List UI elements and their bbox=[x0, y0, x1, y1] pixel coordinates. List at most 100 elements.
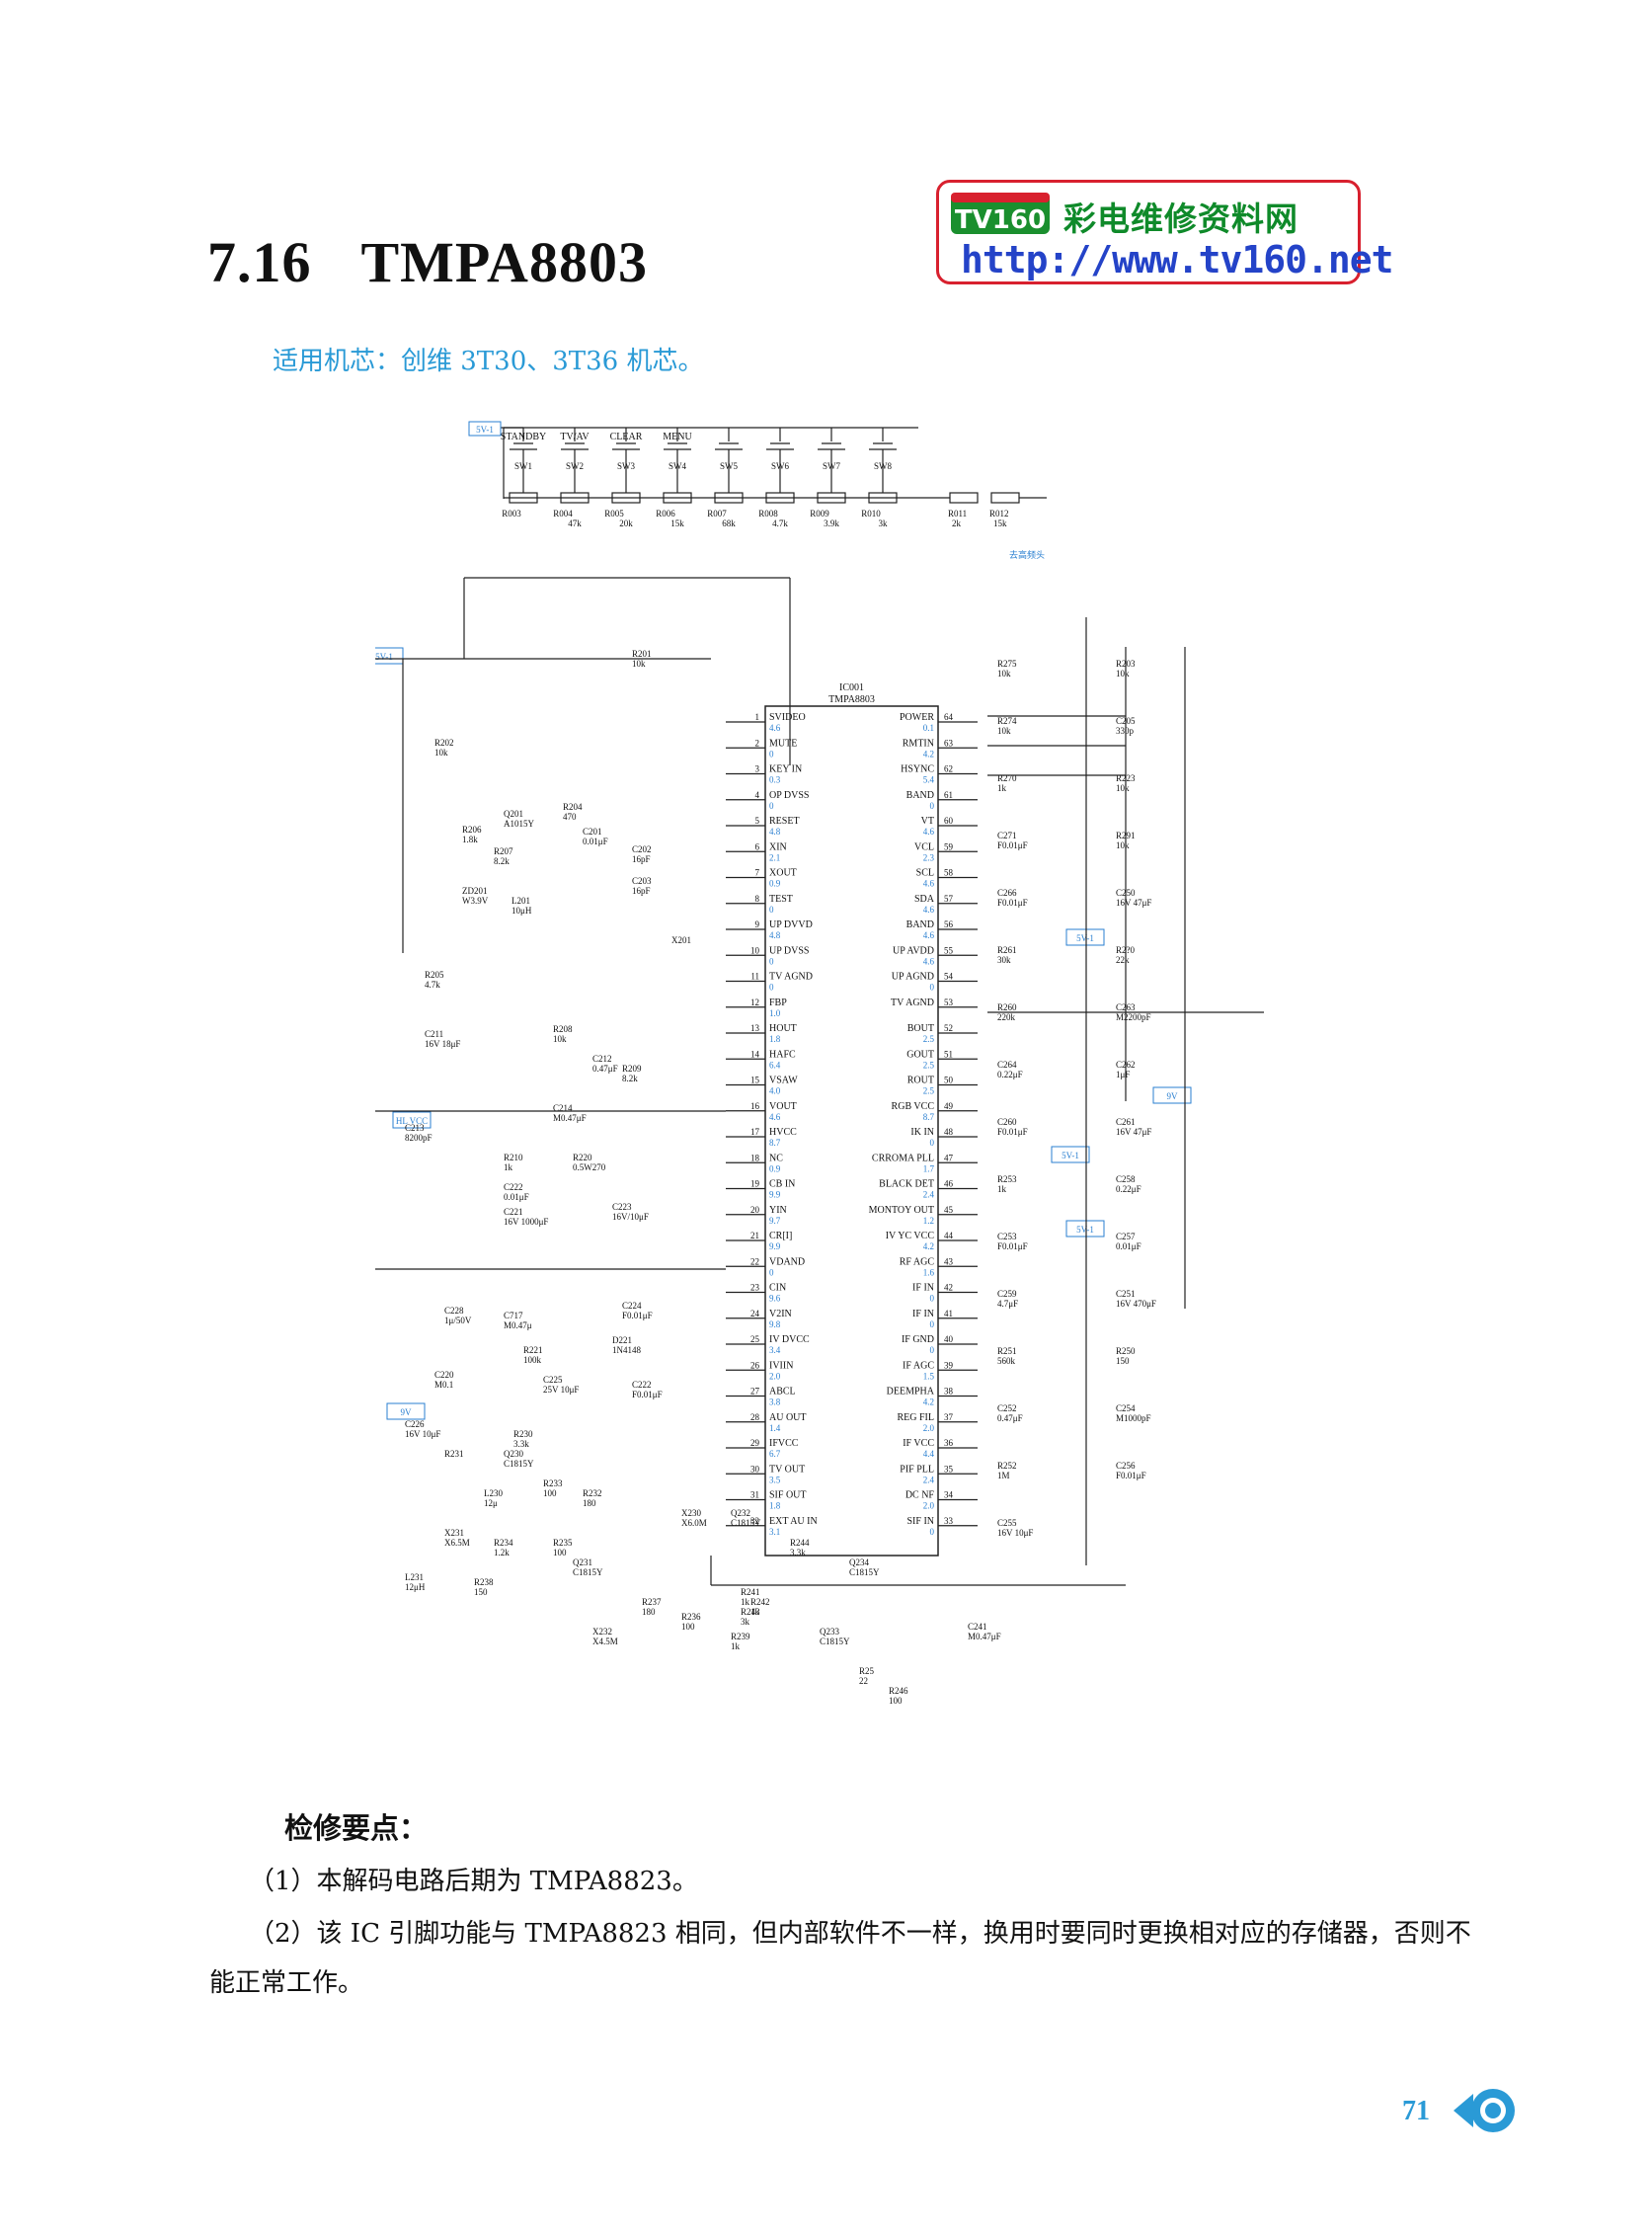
component-value: A1015Y bbox=[504, 819, 534, 829]
component-ref: R270 bbox=[997, 773, 1017, 783]
site-url[interactable]: http://www.tv160.net bbox=[961, 238, 1394, 281]
pin-name: BAND bbox=[906, 790, 934, 801]
pin-number: 56 bbox=[944, 919, 954, 929]
component-ref: C213 bbox=[405, 1123, 425, 1133]
rail-box bbox=[386, 1402, 426, 1420]
component-ref: C717 bbox=[504, 1311, 523, 1320]
pin-voltage: 3.5 bbox=[769, 1475, 781, 1484]
rail-box bbox=[392, 1111, 432, 1129]
component-value: 3.3k bbox=[513, 1439, 529, 1449]
component-value: 220k bbox=[997, 1012, 1016, 1022]
component-ref: C224 bbox=[622, 1301, 642, 1311]
component-ref: R220 bbox=[573, 1153, 592, 1162]
component-ref: X201 bbox=[671, 935, 691, 945]
repair-heading: 检修要点： bbox=[284, 1811, 429, 1845]
pin-voltage: 1.6 bbox=[923, 1267, 935, 1277]
pin-voltage: 0 bbox=[930, 801, 935, 811]
pin-name: TV AGND bbox=[891, 998, 934, 1008]
pin-number: 26 bbox=[750, 1360, 760, 1370]
pin-number: 15 bbox=[750, 1076, 760, 1085]
pin-voltage: 0 bbox=[769, 749, 774, 759]
pin-number: 57 bbox=[944, 894, 954, 904]
component-ref: C220 bbox=[434, 1370, 454, 1380]
pin-voltage: 9.7 bbox=[769, 1216, 781, 1226]
pin-voltage: 5.4 bbox=[923, 775, 935, 785]
pin-number: 14 bbox=[750, 1049, 760, 1059]
component-ref: R206 bbox=[462, 825, 482, 835]
pin-number: 21 bbox=[750, 1231, 759, 1240]
pin-voltage: 4.4 bbox=[923, 1449, 935, 1459]
component-ref: C256 bbox=[1116, 1461, 1136, 1471]
component-value: 10k bbox=[1116, 783, 1130, 793]
pin-name: PIF PLL bbox=[900, 1464, 934, 1475]
pin-name: YIN bbox=[769, 1205, 787, 1216]
component-ref: Q233 bbox=[820, 1627, 839, 1637]
component-value: 1k bbox=[504, 1162, 513, 1172]
pin-number: 6 bbox=[755, 841, 760, 851]
component-ref: R234 bbox=[494, 1538, 513, 1548]
pin-name: IVIIN bbox=[769, 1360, 793, 1371]
site-logo: TV160 彩电维修资料网 http://www.tv160.net bbox=[936, 180, 1394, 284]
component-value: M0.47μF bbox=[553, 1113, 587, 1123]
component-value: 10k bbox=[632, 659, 646, 669]
component-value: 10μH bbox=[511, 906, 532, 916]
pin-name: IF AGC bbox=[903, 1360, 934, 1371]
component-ref: C223 bbox=[612, 1202, 632, 1212]
pin-name: BLACK DET bbox=[879, 1179, 934, 1190]
pin-number: 37 bbox=[944, 1412, 954, 1422]
pin-number: 52 bbox=[944, 1023, 953, 1033]
component-value: 10k bbox=[997, 669, 1011, 679]
component-value: X6.0M bbox=[681, 1518, 707, 1528]
pin-voltage: 2.5 bbox=[923, 1034, 935, 1044]
component-ref: C201 bbox=[583, 827, 602, 837]
component-ref: Q234 bbox=[849, 1557, 869, 1567]
pin-voltage: 0 bbox=[769, 983, 774, 993]
component-ref: Q201 bbox=[504, 809, 523, 819]
component-ref: C222 bbox=[504, 1182, 523, 1192]
component-value: 16pF bbox=[632, 854, 651, 864]
component-ref: C253 bbox=[997, 1232, 1017, 1241]
pin-voltage: 0 bbox=[930, 1294, 935, 1304]
component-ref: R25 bbox=[859, 1666, 875, 1676]
pin-number: 53 bbox=[944, 998, 954, 1007]
pin-number: 5 bbox=[755, 816, 760, 826]
pin-number: 23 bbox=[750, 1283, 760, 1293]
component-ref: C258 bbox=[1116, 1174, 1136, 1184]
pin-number: 54 bbox=[944, 972, 954, 982]
pin-voltage: 4.6 bbox=[923, 827, 935, 837]
pin-voltage: 0 bbox=[930, 1138, 935, 1148]
pin-name: VOUT bbox=[769, 1101, 797, 1112]
pin-voltage: 2.4 bbox=[923, 1190, 935, 1200]
pin-name: BOUT bbox=[907, 1023, 934, 1034]
component-value: M0.47μ bbox=[504, 1320, 532, 1330]
pin-name: RESET bbox=[769, 816, 800, 827]
pin-number: 33 bbox=[944, 1516, 954, 1526]
component-value: 1M bbox=[997, 1471, 1010, 1480]
pin-number: 32 bbox=[750, 1516, 759, 1526]
resistor-ref: R012 bbox=[989, 509, 1009, 519]
pin-number: 48 bbox=[944, 1127, 954, 1137]
pin-number: 1 bbox=[755, 712, 760, 722]
ic-name: TMPA8803 bbox=[828, 694, 875, 705]
component-value: 100k bbox=[523, 1355, 542, 1365]
pin-voltage: 3.1 bbox=[769, 1527, 780, 1537]
component-value: 150 bbox=[1116, 1356, 1130, 1366]
key-label: CLEAR bbox=[610, 432, 643, 442]
pin-name: ROUT bbox=[907, 1076, 934, 1086]
rail-box bbox=[375, 647, 404, 665]
component-ref: R253 bbox=[997, 1174, 1017, 1184]
component-ref: R246 bbox=[889, 1686, 908, 1696]
resistor-value: 3.9k bbox=[824, 519, 839, 528]
pin-voltage: 0 bbox=[769, 801, 774, 811]
rail-label: 5V-1 bbox=[476, 425, 494, 435]
component-ref: R252 bbox=[997, 1461, 1017, 1471]
component-value: 1k bbox=[741, 1597, 750, 1607]
pin-name: VDAND bbox=[769, 1256, 805, 1267]
component-value: 1μF bbox=[1116, 1070, 1130, 1079]
pin-name: UP DVVD bbox=[769, 919, 813, 930]
pin-voltage: 4.2 bbox=[923, 1241, 934, 1251]
pin-voltage: 4.0 bbox=[769, 1086, 781, 1096]
pin-voltage: 2.5 bbox=[923, 1086, 935, 1096]
key-label: STANDBY bbox=[501, 432, 546, 442]
